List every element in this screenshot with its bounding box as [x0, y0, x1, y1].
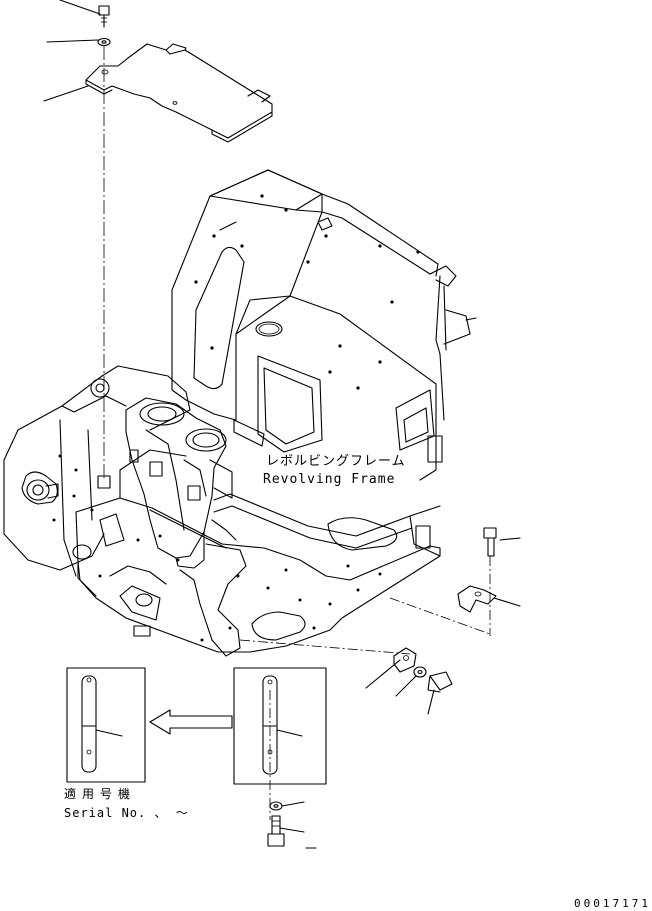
base-frame: [3, 365, 441, 653]
top-washer: [46, 37, 111, 47]
lower-bolt: [427, 671, 453, 715]
drawing-number: 00017171: [574, 897, 651, 910]
detail-box-left: [66, 667, 146, 783]
lower-washer: [395, 666, 427, 697]
revolving-frame: [171, 169, 471, 481]
detail-box-right: [233, 667, 327, 820]
right-bracket: [457, 585, 521, 613]
top-bolt: [59, 0, 110, 28]
serial-note-japanese: 適用号機: [64, 787, 137, 801]
right-bolt: [483, 527, 521, 636]
lower-bracket: [365, 647, 417, 689]
center-column: [97, 397, 265, 657]
part-name-english: Revolving Frame: [263, 472, 396, 487]
part-name-japanese: レボルビングフレーム: [266, 454, 406, 469]
bottom-washer: [269, 801, 305, 811]
bottom-bolt: [267, 815, 317, 849]
cover-plate: [43, 43, 273, 143]
arrow-left: [149, 709, 233, 735]
serial-note-english: Serial No. 、 ～: [64, 806, 189, 820]
